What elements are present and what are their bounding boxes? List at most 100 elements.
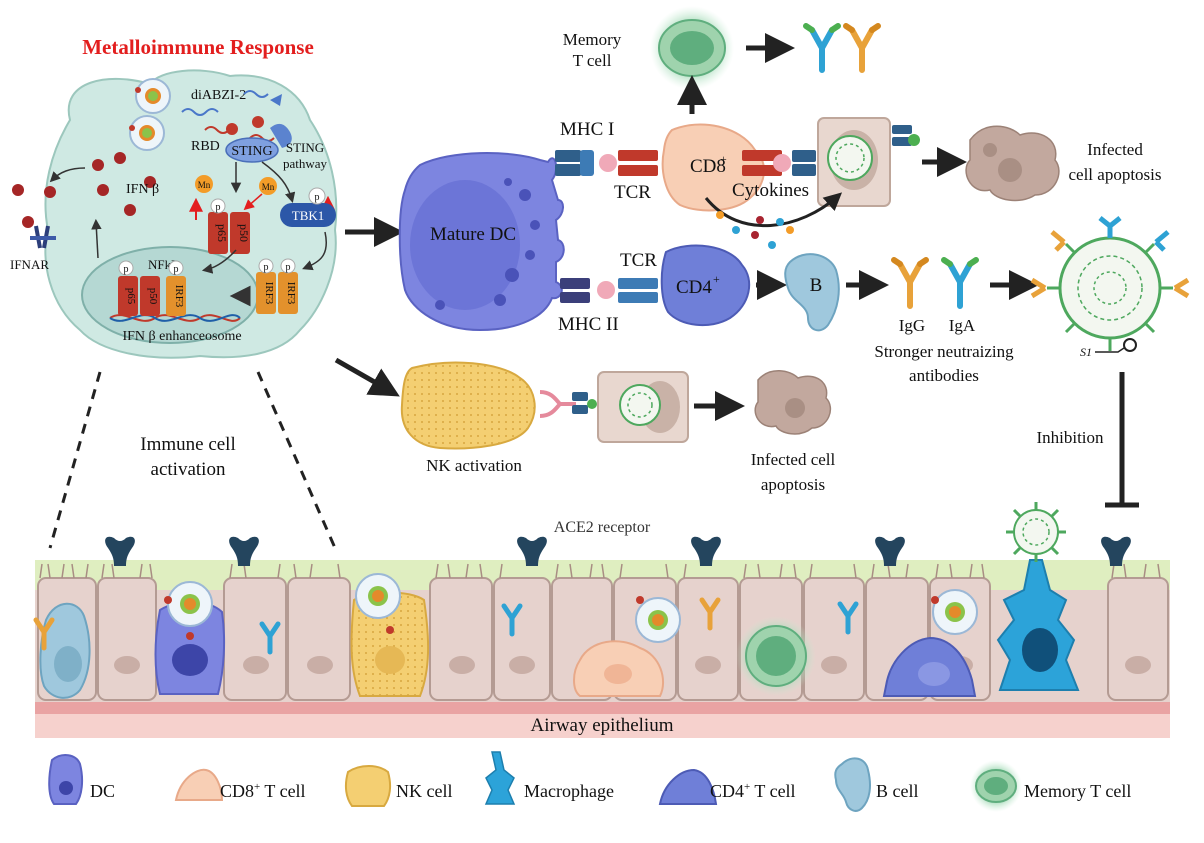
cd8-nucleus [604,664,632,684]
ace2-label: ACE2 receptor [554,519,651,536]
p65-label: p65 [215,224,229,242]
sting-label: STING [231,144,272,159]
b-cell-label: B [810,275,823,296]
cd8-superscript: + [720,152,727,166]
phospho-label: p [216,202,221,213]
phospho-label: p [315,192,320,203]
sting-to-tbk1-arrow [261,161,296,204]
nk-nucleus [375,646,405,674]
neutralized-virus-icon [1030,216,1190,353]
rbd-label: RBD [191,139,220,154]
airway-band [35,714,1170,738]
infected-apoptosis-label: cell apoptosis [1068,165,1161,184]
cytokine-release-arrow [704,192,843,228]
diabzi-molecule-icon [181,108,219,116]
antigen-peptide-icon [773,154,791,172]
nk-activation-label: NK activation [426,456,522,475]
tcr-top-label: TCR [614,182,651,203]
p65-label: p65 [125,288,137,305]
mhc1-receptor-icon [555,150,594,176]
antibody-icon [837,601,859,635]
antibody-icon [803,23,841,73]
legend-nk-icon [344,765,392,807]
macrophage [996,559,1080,691]
iga-antibody-icon [941,257,979,309]
rbd-protein-icon [252,116,264,128]
memory-t-cell-nucleus [756,636,796,676]
cd4-t-cell [660,244,751,327]
legend-memory-nucleus [984,777,1008,795]
mn-ion-icon [195,175,213,193]
phospho-label: p [124,264,129,275]
tcr-receptor-icon [742,150,782,176]
immune-activation-label: Immune cell [140,434,236,455]
diabzi-molecule-icon [243,90,269,98]
apoptotic-cell-icon [965,125,1060,202]
legend-cd4-icon [658,768,718,805]
diabzi-label: diABZI-2 [191,88,246,103]
cd8-t-cell [661,123,765,212]
tbk1-to-irf3-arrow [302,231,327,271]
ifn-beta-molecules [12,152,156,228]
mn-label: Mn [198,180,211,190]
mn-nanoparticle-icon [355,573,401,634]
memory-t-cell-nucleus [670,31,714,65]
cd4-superscript: + [713,272,720,286]
basement-membrane [35,702,1170,714]
memory-t-cell-label: Memory [563,30,622,49]
phospho-label: p [286,262,291,273]
mn-nanoparticle-icon [164,581,213,640]
s1-label: S1 [1080,345,1092,359]
nfkb-cytoplasmic-complex [208,198,250,254]
legend-b-label: B cell [876,781,919,801]
iga-label: IgA [949,316,976,335]
sting-pathway-label: pathway [283,156,328,171]
cd4-nucleus [918,662,950,686]
cytokine-dots-icon [716,211,794,249]
virus-particle-icon [1006,502,1066,562]
arrow-to-nk [334,357,400,397]
stronger-antibodies-label: Stronger neutraizing [874,342,1014,361]
irf3-label: IRF3 [173,285,185,308]
infected-apoptosis-label: Infected cell [751,450,836,469]
mn-nanoparticle-icon [129,115,165,151]
dc-nucleus [172,644,208,676]
irf3-label: IRF3 [263,282,275,305]
zoom-dashed-line [48,371,102,549]
tcr-bottom-label: TCR [620,250,657,271]
ifnar-receptor-icon [30,225,56,249]
antibody-icon [843,23,881,73]
ifn-secretion-arrow [91,218,102,259]
sting-protein [225,123,292,163]
mn-ion-icon [259,177,277,195]
ifn-beta-label: IFN β [126,182,159,197]
diabzi-molecule-icon [270,94,282,106]
mn-label: Mn [262,182,275,192]
legend-memory-label: Memory T cell [1024,781,1131,801]
mhc1-label: MHC I [560,119,614,140]
b-cell-nucleus [54,646,82,682]
legend-dc-nucleus [59,781,73,795]
stronger-antibodies-label: antibodies [909,366,979,385]
cd4-label: CD4 [676,277,712,298]
legend-cd4-label: CD4+ T cell [710,781,796,801]
antibody-icon [33,617,55,651]
diagram-title: Metalloimmune Response [82,35,314,59]
tcr-receptor-icon [618,278,658,303]
irf3-label: IRF3 [285,282,297,305]
cd8-label: CD8 [690,156,726,177]
cilia [39,563,1161,579]
rbd-chain-icon [204,126,230,134]
phospho-label: p [264,262,269,273]
tbk1-protein [280,187,336,227]
airway-epithelium-label: Airway epithelium [531,715,674,736]
tbk1-label: TBK1 [292,208,325,223]
legend-cd8-label: CD8+ T cell [220,781,306,801]
rbd-chain-icon [249,134,275,142]
legend-dc-icon [48,754,84,805]
ifn-release-arrow [49,167,86,183]
apoptotic-cell-icon [754,370,832,435]
infected-apoptosis-label: Infected [1087,140,1143,159]
sting-pathway-label: STING [286,140,324,155]
p50-label: p50 [237,224,251,242]
